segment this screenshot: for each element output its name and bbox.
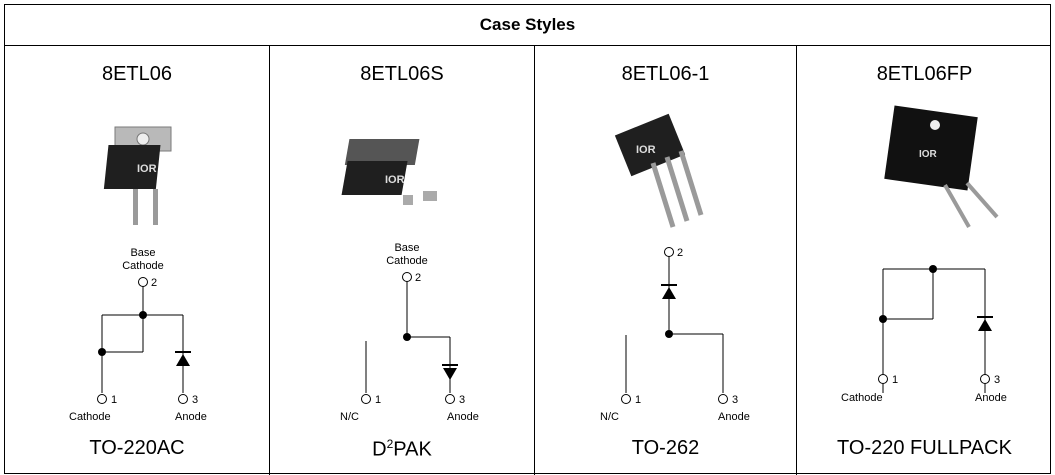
package-and-diagram: IOR Base Cathode 2 1 3 N/C xyxy=(340,139,479,423)
package-name-rest: PAK xyxy=(393,438,432,461)
svg-text:1: 1 xyxy=(111,394,117,406)
to262-package-image: IOR xyxy=(614,113,704,228)
package-and-diagram: IOR 1 3 Cathode Anode xyxy=(841,105,1007,404)
case-column-to262: 8ETL06-1 IOR 2 1 xyxy=(535,45,797,475)
svg-text:Base: Base xyxy=(130,247,155,259)
svg-text:IOR: IOR xyxy=(636,144,656,156)
to220-fullpack-package-image: IOR xyxy=(884,105,999,228)
diode-schematic: Base Cathode 2 1 3 Cathode Anode xyxy=(69,247,207,423)
svg-text:2: 2 xyxy=(415,272,421,284)
svg-text:Cathode: Cathode xyxy=(69,411,111,423)
svg-text:Cathode: Cathode xyxy=(386,255,428,267)
diode-schematic: 1 3 Cathode Anode xyxy=(841,265,1007,404)
case-column-d2pak: 8ETL06S IOR Base Cathode 2 xyxy=(270,45,535,475)
diode-schematic: 2 1 3 N/C Anode xyxy=(600,247,750,423)
svg-text:Anode: Anode xyxy=(975,392,1007,404)
to220-package-image: IOR xyxy=(103,126,172,225)
svg-text:3: 3 xyxy=(994,374,1000,386)
diode-schematic: Base Cathode 2 1 3 N/C Anode xyxy=(340,242,479,423)
part-number: 8ETL06-1 xyxy=(621,63,710,85)
svg-text:Cathode: Cathode xyxy=(122,260,164,272)
svg-text:3: 3 xyxy=(732,394,738,406)
svg-text:2: 2 xyxy=(677,247,683,259)
case-column-to220-fullpack: 8ETL06FP IOR 1 xyxy=(797,45,1052,475)
svg-text:3: 3 xyxy=(459,394,465,406)
package-and-diagram: IOR 2 1 3 N/C Anode xyxy=(600,113,750,423)
svg-text:Anode: Anode xyxy=(447,411,479,423)
svg-text:1: 1 xyxy=(892,374,898,386)
svg-text:2: 2 xyxy=(151,277,157,289)
package-name: TO-220AC xyxy=(89,437,185,459)
part-number: 8ETL06 xyxy=(101,63,173,85)
svg-text:N/C: N/C xyxy=(340,411,359,423)
table-header: Case Styles xyxy=(5,5,1050,46)
svg-text:1: 1 xyxy=(375,394,381,406)
svg-text:IOR: IOR xyxy=(919,149,938,160)
d2pak-package-image: IOR xyxy=(341,139,437,205)
svg-text:Cathode: Cathode xyxy=(841,392,883,404)
part-number: 8ETL06FP xyxy=(876,63,973,85)
package-name: TO-262 xyxy=(631,437,700,459)
package-name-main: D xyxy=(372,438,387,461)
svg-text:Anode: Anode xyxy=(175,411,207,423)
svg-text:IOR: IOR xyxy=(385,174,405,186)
package-name-sup: 2 xyxy=(386,437,394,451)
package-name: TO-220 FULLPACK xyxy=(837,437,1012,459)
svg-text:N/C: N/C xyxy=(600,411,619,423)
svg-text:3: 3 xyxy=(192,394,198,406)
package-name: D2PAK xyxy=(270,437,534,462)
svg-text:Anode: Anode xyxy=(718,411,750,423)
case-styles-table: Case Styles 8ETL06 IOR Base Cathode 2 xyxy=(4,4,1052,475)
part-number: 8ETL06S xyxy=(360,63,444,85)
svg-text:1: 1 xyxy=(635,394,641,406)
svg-text:Base: Base xyxy=(394,242,419,254)
svg-text:IOR: IOR xyxy=(137,163,157,175)
case-column-to220ac: 8ETL06 IOR Base Cathode 2 xyxy=(5,45,270,475)
package-and-diagram: IOR Base Cathode 2 1 xyxy=(69,126,207,423)
